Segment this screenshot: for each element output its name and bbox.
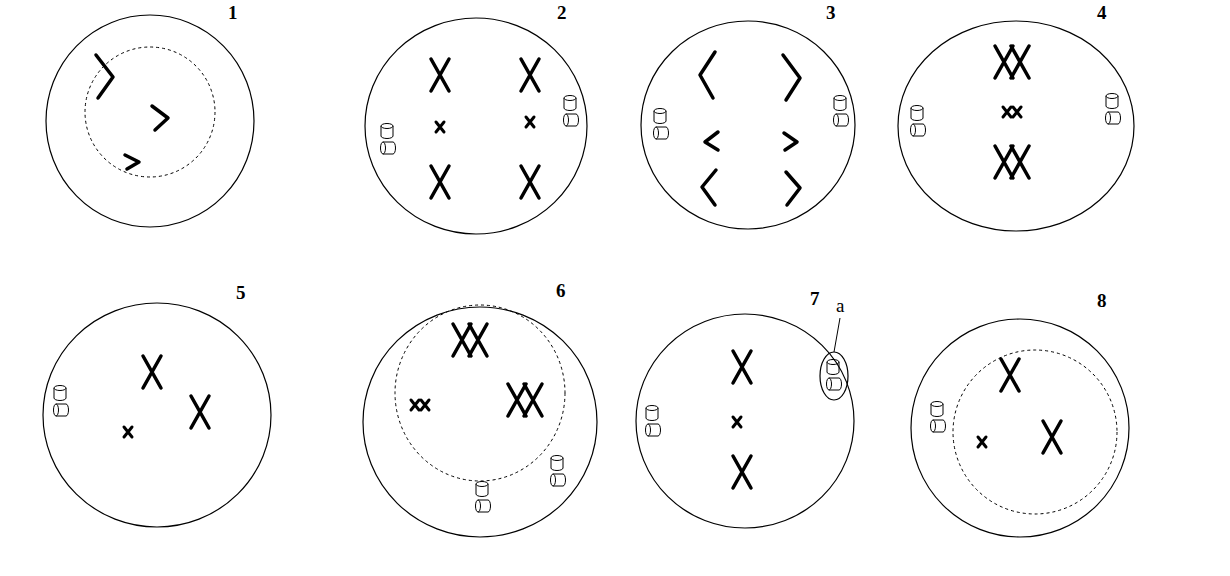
chromosome bbox=[1001, 359, 1019, 391]
cell-membrane bbox=[46, 15, 254, 227]
cell-outline bbox=[42, 302, 272, 528]
cell-number: 3 bbox=[826, 3, 836, 22]
cell: 5 bbox=[42, 302, 272, 528]
cell-outline bbox=[640, 20, 856, 230]
centriole bbox=[654, 109, 669, 140]
cell-outline bbox=[897, 20, 1135, 232]
cell-membrane bbox=[911, 319, 1129, 537]
chromosome bbox=[995, 146, 1029, 178]
chromosome bbox=[733, 417, 741, 427]
centriole bbox=[551, 456, 566, 487]
cell-outline bbox=[362, 306, 598, 538]
cell-outline bbox=[364, 17, 588, 235]
cell-number: 8 bbox=[1097, 291, 1107, 310]
callout-letter: a bbox=[836, 296, 844, 315]
cell-number: 7 bbox=[810, 289, 820, 308]
chromosome bbox=[978, 437, 986, 447]
cell-membrane bbox=[641, 21, 855, 229]
chromosome bbox=[431, 59, 449, 91]
centriole bbox=[646, 406, 661, 437]
cell-membrane bbox=[363, 307, 597, 537]
centriole bbox=[931, 402, 946, 433]
chromosome bbox=[526, 117, 534, 127]
chromosome bbox=[521, 166, 539, 198]
cell-membrane bbox=[636, 314, 854, 528]
cell-membrane bbox=[365, 18, 587, 234]
cell: 4 bbox=[897, 20, 1135, 232]
chromosome bbox=[733, 456, 751, 488]
cell-membrane bbox=[43, 303, 271, 527]
chromosome bbox=[700, 52, 800, 205]
centriole bbox=[54, 386, 69, 417]
centriole bbox=[1106, 94, 1121, 125]
centriole bbox=[834, 96, 849, 127]
chromosome bbox=[453, 324, 487, 356]
chromosome bbox=[124, 427, 132, 437]
cell: 3 bbox=[640, 20, 856, 230]
cell-number: 5 bbox=[236, 283, 246, 302]
cell-number: 2 bbox=[557, 3, 567, 22]
cell: 1 bbox=[45, 14, 255, 228]
nuclear-envelope bbox=[85, 47, 215, 177]
nuclear-envelope bbox=[953, 350, 1117, 514]
chromosome bbox=[436, 122, 444, 132]
cell-number: 1 bbox=[228, 3, 238, 22]
leader-line bbox=[834, 318, 840, 352]
cell: 7 bbox=[635, 313, 855, 529]
cell-number: 6 bbox=[556, 281, 566, 300]
chromosome bbox=[1043, 421, 1061, 453]
cell: 8 bbox=[910, 318, 1130, 538]
chromosome bbox=[995, 46, 1029, 78]
centriole bbox=[381, 124, 396, 155]
cell-outline bbox=[45, 14, 255, 228]
centriole bbox=[827, 360, 842, 391]
centriole bbox=[476, 482, 491, 513]
nuclear-envelope bbox=[395, 305, 565, 481]
cell-outline bbox=[910, 318, 1130, 538]
chromosome bbox=[191, 396, 209, 428]
cell: 6 bbox=[362, 306, 598, 538]
chromosome bbox=[521, 59, 539, 91]
chromosome bbox=[96, 55, 168, 169]
chromosome bbox=[411, 400, 429, 410]
centriole bbox=[911, 106, 926, 137]
centriole bbox=[564, 96, 579, 127]
cell: 2 bbox=[364, 17, 588, 235]
chromosome bbox=[143, 356, 161, 388]
chromosome bbox=[733, 351, 751, 383]
cell-outline bbox=[635, 313, 855, 529]
chromosome bbox=[1003, 107, 1021, 117]
chromosome bbox=[508, 384, 542, 416]
cell-number: 4 bbox=[1097, 3, 1107, 22]
chromosome bbox=[431, 166, 449, 198]
cell-membrane bbox=[898, 21, 1134, 231]
